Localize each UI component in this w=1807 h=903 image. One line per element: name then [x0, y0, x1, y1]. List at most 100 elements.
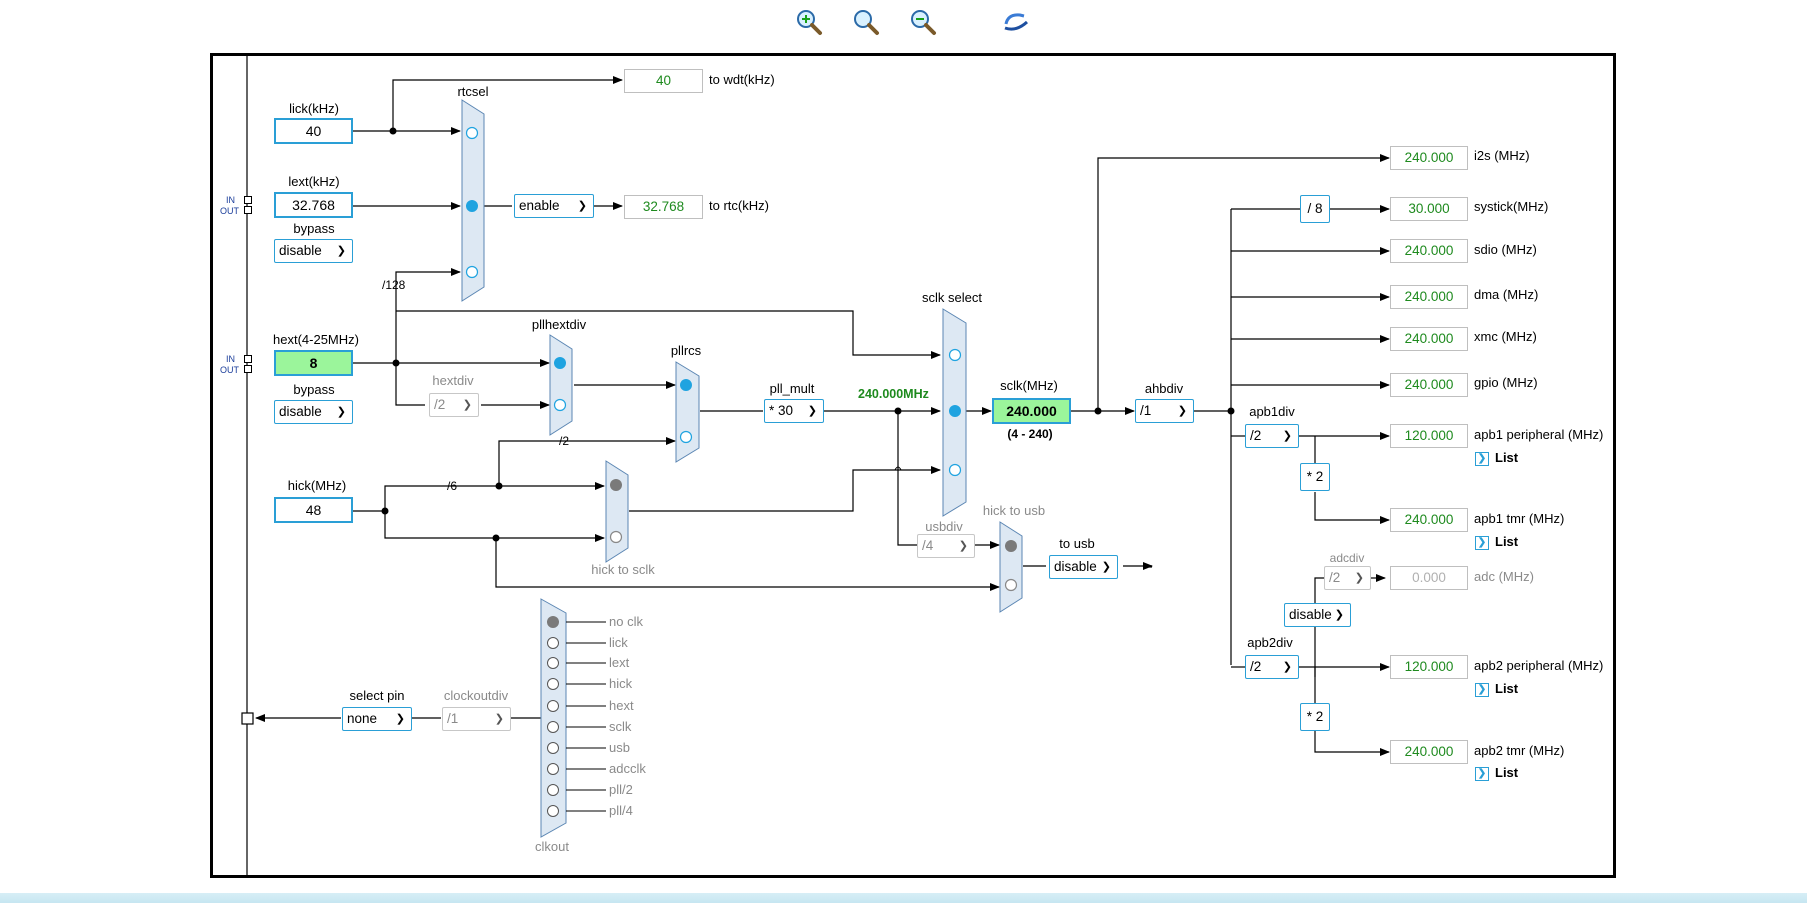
clkout-source-adcclk: adcclk [609, 761, 646, 776]
apb2-tmr-label: apb2 tmr (MHz) [1474, 743, 1565, 758]
apb2-mult: * 2 [1300, 703, 1330, 731]
hextdiv-select[interactable]: /2❯ [429, 393, 479, 417]
apb1-peripheral-label: apb1 peripheral (MHz) [1474, 427, 1604, 442]
hext-in-pin[interactable] [244, 355, 252, 363]
sclk-select-label: sclk select [922, 290, 982, 305]
dma-label: dma (MHz) [1474, 287, 1539, 302]
lext-out-pin[interactable] [244, 206, 252, 214]
undo-icon[interactable] [1002, 8, 1030, 36]
rtc-enable-select[interactable]: enable❯ [514, 194, 594, 218]
list-label: List [1495, 534, 1519, 549]
apb2-peripheral-output: 120.000 [1390, 655, 1468, 679]
div128-label: /128 [382, 278, 406, 292]
apb2-tmr-output: 240.000 [1390, 740, 1468, 764]
i2s-output: 240.000 [1390, 146, 1468, 170]
chevron-right-icon: ❯ [1475, 682, 1489, 697]
lext-bypass-label: bypass [293, 221, 335, 236]
apb2-peripheral-list-link[interactable]: ❯List [1475, 681, 1518, 697]
zoom-out-icon[interactable] [909, 8, 937, 36]
lext-input[interactable]: 32.768 [274, 192, 353, 218]
apb2div-select[interactable]: /2❯ [1245, 655, 1299, 679]
rtc-output-label: to rtc(kHz) [709, 198, 769, 213]
ahbdiv-value: /1 [1140, 403, 1152, 418]
chevron-down-icon: ❯ [336, 406, 346, 418]
chevron-right-icon: ❯ [1475, 766, 1489, 781]
adc-enable-select[interactable]: disable❯ [1284, 603, 1351, 627]
clockoutdiv-select[interactable]: /1❯ [442, 707, 511, 731]
usbdiv-value: /4 [922, 538, 934, 553]
chevron-down-icon: ❯ [1282, 661, 1292, 673]
adcdiv-value: /2 [1329, 570, 1341, 585]
hext-input[interactable]: 8 [274, 350, 353, 376]
clkout-source-pll-4: pll/4 [609, 803, 633, 818]
sclk-input[interactable]: 240.000 [992, 398, 1071, 424]
sdio-output: 240.000 [1390, 239, 1468, 263]
systick-div: / 8 [1300, 195, 1330, 223]
select-pin-select[interactable]: none❯ [342, 707, 412, 731]
to-usb-label: to usb [1059, 536, 1095, 551]
sclk-range: (4 - 240) [1007, 427, 1053, 441]
clkout-source-hext: hext [609, 698, 634, 713]
hick-to-sclk-mux [605, 460, 629, 563]
select-pin-value: none [347, 711, 378, 726]
hext-bypass-label: bypass [293, 382, 335, 397]
hextdiv-label: hextdiv [432, 373, 474, 388]
sclk-label: sclk(MHz) [1000, 378, 1058, 393]
clkout-source-sclk: sclk [609, 719, 632, 734]
to-usb-select[interactable]: disable❯ [1049, 555, 1118, 579]
pll-frequency: 240.000MHz [858, 387, 929, 401]
i2s-label: i2s (MHz) [1474, 148, 1530, 163]
gpio-label: gpio (MHz) [1474, 375, 1538, 390]
apb1-tmr-output: 240.000 [1390, 508, 1468, 532]
hick-label: hick(MHz) [287, 478, 347, 493]
status-bar [0, 893, 1807, 903]
pllhextdiv-label: pllhextdiv [531, 317, 587, 332]
wdt-output-label: to wdt(kHz) [709, 72, 775, 87]
apb1div-select[interactable]: /2 ❯ [1245, 424, 1299, 448]
zoom-in-icon[interactable] [795, 8, 823, 36]
adc-output: 0.000 [1390, 566, 1468, 590]
chevron-down-icon: ❯ [1334, 609, 1344, 621]
chevron-down-icon: ❯ [958, 540, 968, 552]
hext-in-label: IN [226, 354, 235, 364]
apb2-peripheral-label: apb2 peripheral (MHz) [1474, 658, 1604, 673]
apb1-tmr-list-link[interactable]: ❯List [1475, 534, 1518, 550]
xmc-label: xmc (MHz) [1474, 329, 1537, 344]
clockoutdiv-value: /1 [447, 711, 459, 726]
zoom-reset-icon[interactable] [852, 8, 880, 36]
diagram-frame [210, 53, 1616, 878]
clkout-mux [540, 598, 567, 838]
ahbdiv-select[interactable]: /1 ❯ [1135, 399, 1194, 423]
usbdiv-select[interactable]: /4 ❯ [917, 534, 975, 558]
apb1-tmr-label: apb1 tmr (MHz) [1474, 511, 1565, 526]
hext-bypass-select[interactable]: disable❯ [274, 400, 353, 424]
lext-out-label: OUT [220, 206, 239, 216]
chevron-right-icon: ❯ [1475, 451, 1489, 466]
lick-input[interactable]: 40 [274, 118, 353, 144]
hick-to-sclk-label: hick to sclk [591, 562, 655, 577]
apb1div-value: /2 [1250, 428, 1262, 443]
lext-bypass-select[interactable]: disable❯ [274, 239, 353, 263]
apb1-peripheral-list-link[interactable]: ❯List [1475, 450, 1518, 466]
lext-in-label: IN [226, 195, 235, 205]
hick-input[interactable]: 48 [274, 497, 353, 523]
lext-bypass-value: disable [279, 243, 322, 258]
adcdiv-select[interactable]: /2 ❯ [1324, 566, 1371, 590]
pll-mult-select[interactable]: * 30❯ [764, 399, 824, 423]
clkout-label: clkout [535, 839, 569, 854]
select-pin-label: select pin [349, 688, 405, 703]
clkout-source-no-clk: no clk [609, 614, 643, 629]
chevron-down-icon: ❯ [1354, 572, 1364, 584]
chevron-down-icon: ❯ [1177, 405, 1187, 417]
hext-out-label: OUT [220, 365, 239, 375]
hext-out-pin[interactable] [244, 365, 252, 373]
hick-to-usb-label: hick to usb [982, 503, 1046, 518]
chevron-down-icon: ❯ [1282, 430, 1292, 442]
pllrcs-mux [675, 361, 700, 463]
hext-label: hext(4-25MHz) [273, 332, 359, 347]
list-label: List [1495, 765, 1519, 780]
apb1-mult: * 2 [1300, 463, 1330, 491]
lext-in-pin[interactable] [244, 196, 252, 204]
apb2-tmr-list-link[interactable]: ❯ List [1475, 765, 1518, 781]
